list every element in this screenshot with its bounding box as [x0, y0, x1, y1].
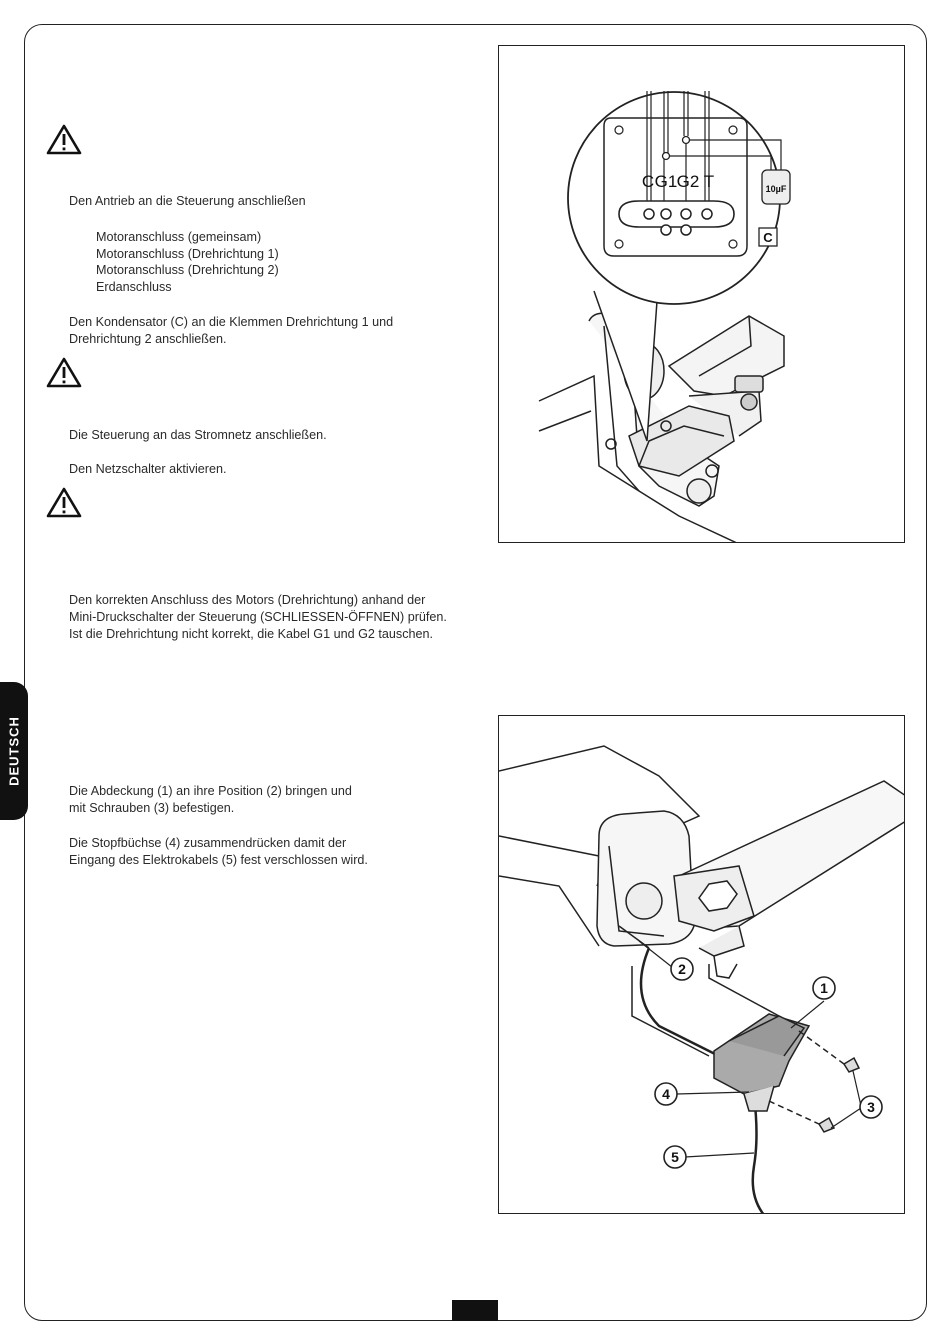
capacitor-instruction: Drehrichtung 2 anschließen. [69, 332, 227, 346]
terminal-item: Motoranschluss (Drehrichtung 1) [96, 247, 279, 261]
svg-text:3: 3 [867, 1099, 875, 1115]
language-tab-label: DEUTSCH [6, 716, 22, 786]
terminal-item: Motoranschluss (Drehrichtung 2) [96, 263, 279, 277]
wiring-illustration: 10µF C C G1 G2 T [538, 91, 791, 542]
warning-triangle-icon [46, 487, 82, 518]
svg-text:5: 5 [671, 1149, 679, 1165]
capacitor-instruction: Den Kondensator (C) an die Klemmen Drehr… [69, 315, 394, 329]
callout-3: 3 [859, 1095, 883, 1119]
svg-text:1: 1 [820, 980, 828, 996]
warning-triangle-icon [46, 124, 82, 155]
capacitor-value: 10µF [766, 184, 787, 194]
terminal-label: T [704, 172, 714, 191]
check-instruction: Den korrekten Anschluss des Motors (Dreh… [69, 593, 426, 607]
callout-4: 4 [654, 1082, 678, 1106]
callout-1: 1 [812, 976, 836, 1000]
terminal-label: G2 [677, 172, 700, 191]
terminal-label: C [642, 172, 654, 191]
svg-text:4: 4 [662, 1086, 670, 1102]
warning-triangle-icon [46, 357, 82, 388]
callout-2: 2 [670, 957, 694, 981]
callout-5: 5 [663, 1145, 687, 1169]
cover-assembly-illustration: 1 2 3 4 5 [499, 745, 904, 1213]
wiring-figure: 10µF C C G1 G2 T [498, 45, 905, 543]
mains-instruction: Die Steuerung an das Stromnetz anschließ… [69, 428, 327, 442]
check-instruction: Ist die Drehrichtung nicht korrekt, die … [69, 627, 434, 641]
terminal-item: Erdanschluss [96, 280, 172, 294]
page-number-block [452, 1300, 498, 1321]
check-instruction: Mini-Druckschalter der Steuerung (SCHLIE… [69, 610, 447, 624]
terminal-label: G1 [655, 172, 678, 191]
svg-text:2: 2 [678, 961, 686, 977]
connect-instruction: Den Antrieb an die Steuerung anschließen [69, 194, 306, 208]
language-tab: DEUTSCH [0, 682, 28, 820]
terminal-item: Motoranschluss (gemeinsam) [96, 230, 262, 244]
cover-instruction: Die Abdeckung (1) an ihre Position (2) b… [69, 784, 352, 798]
capacitor-label: C [763, 230, 773, 245]
cover-assembly-figure: 1 2 3 4 5 [498, 715, 905, 1214]
switch-instruction: Den Netzschalter aktivieren. [69, 462, 227, 476]
cover-instruction: mit Schrauben (3) befestigen. [69, 801, 235, 815]
gland-instruction: Die Stopfbüchse (4) zusammendrücken dami… [69, 836, 347, 850]
gland-instruction: Eingang des Elektrokabels (5) fest versc… [69, 853, 368, 867]
